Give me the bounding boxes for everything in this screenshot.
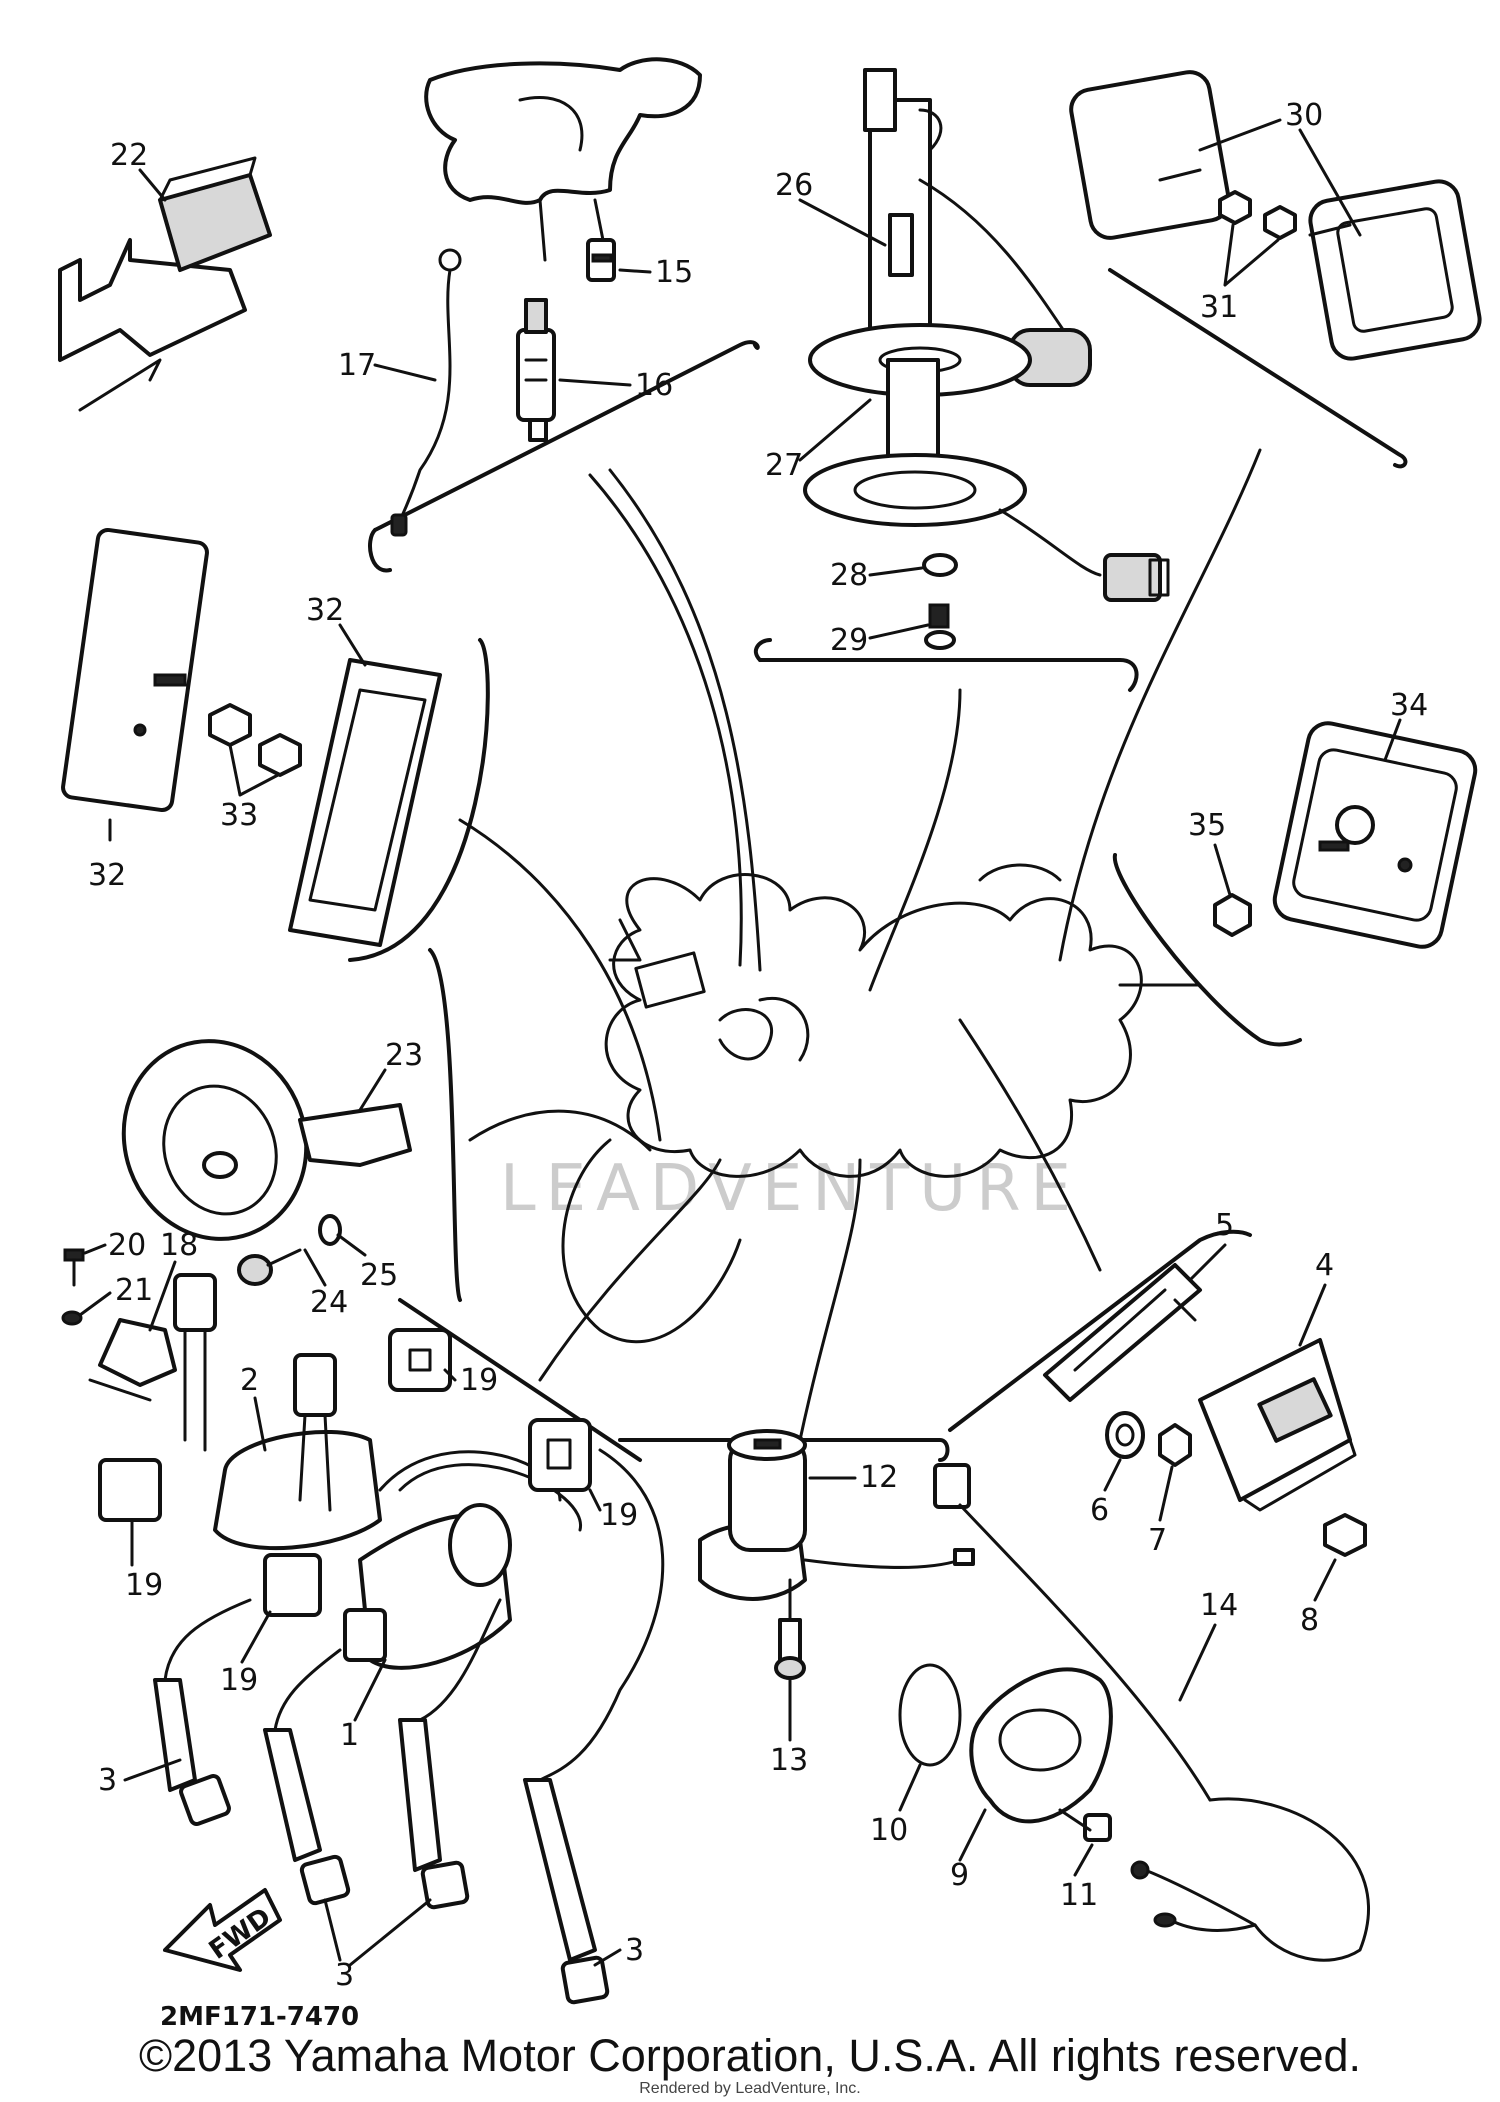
part-25-washer — [318, 1214, 342, 1246]
diagram-code: 2MF171-7470 — [160, 2002, 359, 2032]
part-3-plug-cap-c — [398, 1598, 502, 1910]
part-11-screw — [1058, 1808, 1112, 1842]
callout-labels: 22 15 16 17 26 27 28 29 30 31 32 32 — [78, 98, 1428, 1993]
callout-10: 10 — [870, 1813, 908, 1848]
part-7-collar — [1158, 1423, 1192, 1467]
part-32-reflector-left — [61, 527, 209, 813]
callout-7: 7 — [1148, 1523, 1167, 1558]
part-19-cap-a — [98, 1458, 162, 1522]
callout-13: 13 — [770, 1743, 808, 1778]
part-33-nuts — [208, 703, 302, 777]
part-9-cover — [969, 1667, 1113, 1824]
part-24-bolt — [237, 1248, 302, 1286]
callout-22: 22 — [110, 138, 148, 173]
callout-2: 2 — [240, 1363, 259, 1398]
section-brackets — [348, 268, 1408, 1462]
part-22-relay — [58, 156, 272, 412]
callout-3-c: 3 — [625, 1933, 644, 1968]
callout-4: 4 — [1315, 1248, 1334, 1283]
callout-19-d: 19 — [600, 1498, 638, 1533]
part-13-bolt — [774, 1578, 806, 1680]
part-6-grommet — [1105, 1411, 1145, 1459]
part-19-cap-c — [388, 1328, 452, 1392]
callout-30: 30 — [1285, 98, 1323, 133]
part-3-plug-cap-b — [263, 1648, 351, 1906]
vehicle-frame — [561, 863, 1143, 1344]
callout-14: 14 — [1200, 1588, 1238, 1623]
callout-35: 35 — [1188, 808, 1226, 843]
callout-19-c: 19 — [460, 1363, 498, 1398]
part-5-bracket — [1043, 1263, 1202, 1402]
carburetor-assembly — [424, 57, 702, 442]
callout-3-b: 3 — [335, 1958, 354, 1993]
callout-33: 33 — [220, 798, 258, 833]
part-2-ignition-coil — [213, 1353, 382, 1551]
callout-19-a: 19 — [125, 1568, 163, 1603]
part-12-solenoid — [698, 1429, 975, 1601]
callout-11: 11 — [1060, 1878, 1098, 1913]
callout-9: 9 — [950, 1858, 969, 1893]
part-34-reflector — [1272, 721, 1478, 949]
part-35-nut — [1213, 893, 1252, 937]
callout-15: 15 — [655, 255, 693, 290]
part-1-ignition-coil — [343, 1450, 582, 1670]
callout-3-a: 3 — [98, 1763, 117, 1798]
part-3-plug-cap-d — [523, 1448, 665, 2005]
callout-27: 27 — [765, 448, 803, 483]
callout-17: 17 — [338, 348, 376, 383]
part-23-horn — [121, 1039, 412, 1241]
callout-32-right: 32 — [306, 593, 344, 628]
callout-24: 24 — [310, 1285, 348, 1320]
callout-25: 25 — [360, 1258, 398, 1293]
part-19-cap-d — [528, 1418, 592, 1492]
watermark-text: LEADVENTURE — [500, 1152, 1081, 1226]
part-20-screw — [63, 1248, 85, 1287]
forward-direction-arrow: FWD — [163, 1888, 282, 1972]
part-10-gasket — [898, 1663, 962, 1767]
part-3-plug-cap-a — [153, 1598, 252, 1826]
copyright-notice: ©2013 Yamaha Motor Corporation, U.S.A. A… — [138, 2030, 1362, 2081]
part-14-wire-lead — [933, 1463, 1370, 1962]
callout-5: 5 — [1215, 1208, 1234, 1243]
callout-23: 23 — [385, 1038, 423, 1073]
callout-21: 21 — [115, 1273, 153, 1308]
callout-6: 6 — [1090, 1493, 1109, 1528]
callout-31: 31 — [1200, 290, 1238, 325]
callout-1: 1 — [340, 1718, 359, 1753]
part-19-cap-b — [263, 1553, 322, 1617]
callout-18: 18 — [160, 1228, 198, 1263]
callout-20: 20 — [108, 1228, 146, 1263]
fuel-sender-assembly — [803, 68, 1170, 650]
callout-8: 8 — [1300, 1603, 1319, 1638]
part-4-cdi-unit — [1198, 1338, 1357, 1512]
part-21-washer — [61, 1310, 83, 1326]
callout-29: 29 — [830, 623, 868, 658]
rendered-by-credit: Rendered by LeadVenture, Inc. — [639, 2080, 861, 2097]
callout-26: 26 — [775, 168, 813, 203]
callout-19-b: 19 — [220, 1663, 258, 1698]
part-18-sensor — [88, 1273, 217, 1452]
part-32-reflector-right — [288, 658, 442, 947]
callout-12: 12 — [860, 1460, 898, 1495]
part-17-wire — [390, 248, 462, 537]
part-8-nut — [1323, 1513, 1367, 1557]
part-30-reflectors — [1069, 70, 1482, 361]
callout-28: 28 — [830, 558, 868, 593]
callout-34: 34 — [1390, 688, 1428, 723]
assembly-leaders — [458, 448, 1262, 1442]
callout-32-left: 32 — [88, 858, 126, 893]
callout-16: 16 — [635, 368, 673, 403]
